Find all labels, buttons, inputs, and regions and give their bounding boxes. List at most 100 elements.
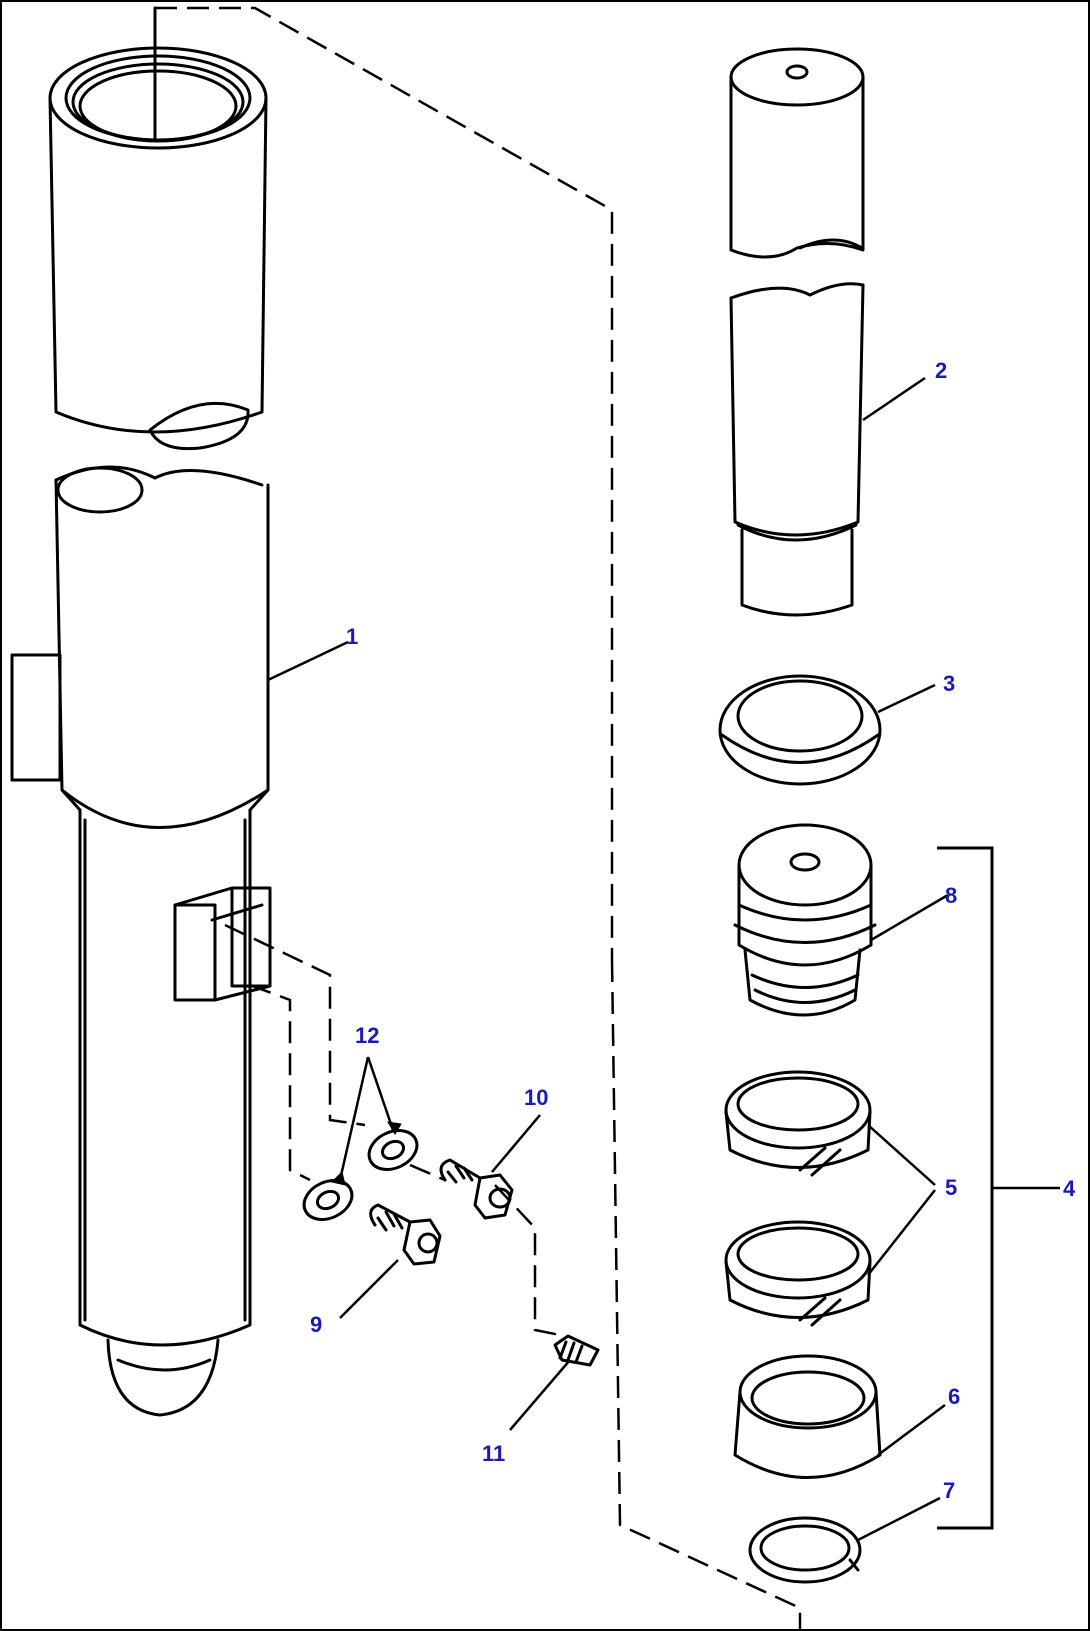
barrel-shoulder xyxy=(60,788,270,812)
rod-body xyxy=(78,808,252,1347)
bushing-body xyxy=(733,1390,882,1479)
callout-3: 3 xyxy=(943,671,956,696)
rod-edge-inner xyxy=(83,818,247,1322)
split-ring-lower-gap xyxy=(798,1296,842,1327)
callout-2: 2 xyxy=(935,358,948,383)
ring-outer xyxy=(718,674,882,786)
piston-top-hole xyxy=(789,852,821,872)
bolt-9-thread-lines xyxy=(376,1210,404,1232)
rod-neck xyxy=(740,528,854,617)
washer-lower-outer xyxy=(302,1179,354,1221)
mount-bracket-right xyxy=(230,886,272,988)
mount-bracket-left xyxy=(173,903,217,1002)
bolt-10-head-face xyxy=(488,1187,512,1209)
callout-11: 11 xyxy=(482,1441,506,1466)
ring-bevel xyxy=(720,733,880,764)
part-12-washer-upper xyxy=(367,1129,419,1171)
bolt-9-head xyxy=(402,1218,442,1266)
bolt-10-head xyxy=(473,1173,514,1220)
part-6-bushing xyxy=(733,1354,882,1479)
bolt-9-thread xyxy=(369,1203,412,1227)
split-ring-upper-inner xyxy=(736,1076,860,1132)
split-ring-upper-gap xyxy=(798,1146,842,1177)
leader-10 xyxy=(491,1114,541,1173)
piston-groove-1 xyxy=(737,903,873,922)
callout-12: 12 xyxy=(355,1023,380,1048)
split-ring-upper-outer xyxy=(724,1070,872,1150)
part-5-split-ring-upper xyxy=(724,1070,872,1177)
snap-ring-inner xyxy=(759,1524,851,1572)
part-3-ring xyxy=(718,674,882,786)
callout-9: 9 xyxy=(310,1312,323,1337)
split-ring-lower-band xyxy=(724,1260,872,1319)
cap-bottom-cut xyxy=(148,401,250,451)
washer-upper-outer xyxy=(367,1129,419,1171)
snap-ring-gap xyxy=(848,1558,860,1572)
cap-body xyxy=(48,96,268,434)
rod-neck-ring xyxy=(736,523,858,542)
part-11-grease-fitting xyxy=(553,1334,600,1367)
split-ring-upper-band xyxy=(724,1110,872,1169)
assembly-dashed-line-top xyxy=(155,6,614,960)
part-8-piston xyxy=(733,823,877,1017)
rod-top-hole xyxy=(785,64,809,80)
washer-lower-inner xyxy=(315,1189,341,1211)
callout-7: 7 xyxy=(943,1478,956,1503)
leader-6 xyxy=(877,1403,946,1457)
rod-top-body xyxy=(729,75,865,259)
leader-2 xyxy=(862,376,926,422)
leader-8 xyxy=(870,893,949,942)
leader-12b xyxy=(366,1056,395,1131)
piston-body xyxy=(737,863,873,967)
washer-upper-inner xyxy=(380,1139,406,1161)
part-7-snap-ring xyxy=(748,1516,862,1584)
rod-tip xyxy=(106,1338,220,1417)
arrow-12a xyxy=(331,1171,346,1186)
ring-inner xyxy=(736,679,864,753)
part-1-cylinder-body xyxy=(10,6,272,1417)
piston-groove-4 xyxy=(753,988,857,1004)
barrel-upper xyxy=(54,478,270,829)
rod-lower-break xyxy=(729,282,865,300)
bushing-inner xyxy=(750,1370,866,1426)
assembly-dashed-line-washer xyxy=(409,1163,446,1182)
part-10-bolt xyxy=(439,1158,514,1220)
assembly-dashed-line-right xyxy=(610,959,802,1631)
barrel-top-edge xyxy=(54,465,264,487)
rod-top-break xyxy=(798,238,864,250)
piston-top-face xyxy=(737,823,873,907)
bolt-9-head-face xyxy=(417,1232,439,1254)
fitting-thread xyxy=(558,1340,584,1364)
leader-7 xyxy=(857,1496,941,1542)
part-12-washer-lower xyxy=(302,1179,354,1221)
split-ring-lower-inner xyxy=(736,1226,860,1282)
part-2-piston-rod xyxy=(729,47,865,617)
callout-1: 1 xyxy=(346,624,359,649)
snap-ring-outer xyxy=(748,1516,862,1584)
leader-3 xyxy=(877,683,936,714)
callout-4: 4 xyxy=(1063,1176,1076,1201)
split-ring-lower-outer xyxy=(724,1220,872,1300)
leader-12a xyxy=(338,1056,370,1181)
leader-11 xyxy=(509,1359,571,1431)
rod-tip-band xyxy=(116,1358,212,1372)
part-9-bolt xyxy=(369,1203,442,1266)
callout-8: 8 xyxy=(945,883,958,908)
assembly-dashed-line-bracket-lower xyxy=(249,983,311,1182)
callout-6: 6 xyxy=(948,1384,961,1409)
assembly-dashed-line-fitting xyxy=(494,1184,561,1337)
leader-5b xyxy=(867,1189,936,1276)
leader-9 xyxy=(339,1259,399,1319)
rod-lower-body xyxy=(729,283,865,537)
bolt-10-thread xyxy=(439,1158,482,1182)
mount-bracket-plate xyxy=(173,886,272,1002)
callout-10: 10 xyxy=(524,1085,549,1110)
piston-groove-2 xyxy=(733,923,877,944)
cap-thread-2 xyxy=(71,62,245,142)
bushing-top xyxy=(738,1354,878,1430)
piston-groove-3 xyxy=(750,973,860,989)
callout-5: 5 xyxy=(945,1175,958,1200)
leader-5a xyxy=(867,1124,936,1186)
bolt-10-thread-lines xyxy=(446,1164,474,1184)
